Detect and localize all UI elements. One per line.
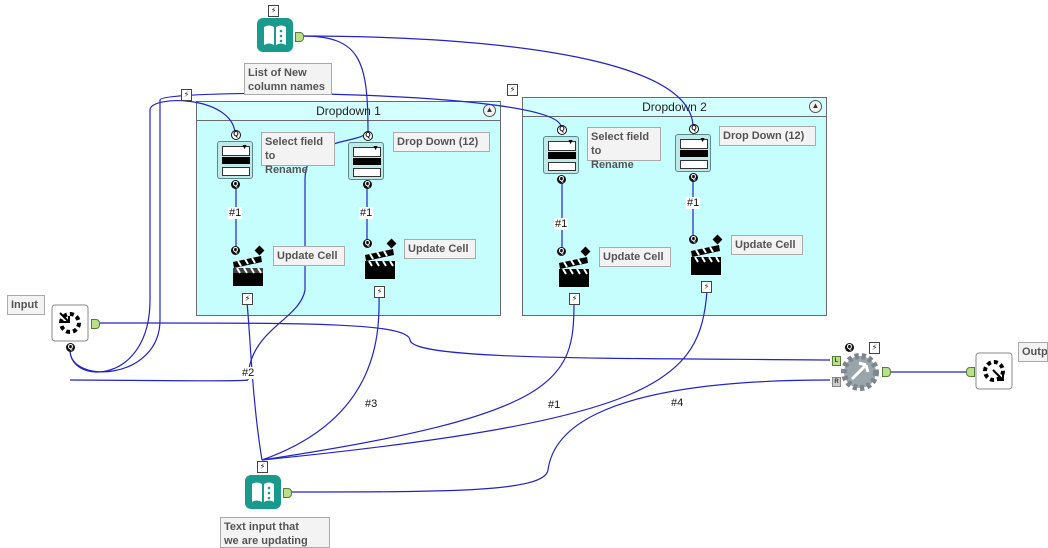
text-input-tool-column-names[interactable] [256, 17, 294, 53]
output-anchor[interactable] [295, 32, 304, 42]
connection-label: #1 [686, 197, 701, 209]
container-header[interactable]: Dropdown 1 ▲ [197, 102, 500, 121]
annotation-drop-down-2: Drop Down (12) [719, 126, 816, 146]
join-left-anchor[interactable]: L [832, 356, 841, 366]
join-gear-icon [841, 353, 879, 391]
book-icon [257, 18, 293, 52]
wire [246, 302, 263, 461]
lightning-anchor-icon[interactable]: ⚡ [374, 286, 385, 298]
lightning-anchor-icon[interactable]: ⚡ [869, 342, 880, 354]
wire [99, 322, 831, 361]
book-icon [245, 475, 281, 509]
annotation-input: Input [7, 295, 45, 315]
wire [261, 290, 708, 461]
clapperboard-icon [559, 257, 589, 287]
lightning-anchor-icon[interactable]: ⚡ [701, 281, 712, 293]
q-anchor-icon[interactable]: Q [689, 124, 699, 134]
connection-label: #1 [228, 207, 243, 219]
annotation-drop-down-1: Drop Down (12) [393, 132, 490, 152]
q-anchor-icon[interactable]: Q [689, 235, 698, 244]
annotation-update-cell-2: Update Cell [404, 239, 476, 259]
q-anchor-icon[interactable]: Q [363, 131, 373, 141]
dropdown-tool-2[interactable] [675, 134, 711, 172]
join-tool[interactable] [840, 352, 880, 392]
lightning-anchor-icon[interactable]: ⚡ [268, 5, 279, 17]
q-anchor-icon[interactable]: Q [845, 343, 854, 352]
input-anchor[interactable] [966, 367, 975, 377]
gear-input-icon [51, 304, 89, 342]
annotation-update-cell-4: Update Cell [731, 235, 803, 255]
macro-input-tool[interactable] [51, 304, 89, 342]
wire [69, 379, 249, 382]
q-anchor-icon[interactable]: Q [231, 180, 240, 189]
update-cell-tool-3[interactable] [557, 255, 591, 289]
lightning-anchor-icon[interactable]: ⚡ [181, 89, 192, 101]
annotation-select-field-2: Select field to Rename [587, 127, 661, 171]
dropdown-icon [548, 139, 576, 151]
q-anchor-icon[interactable]: Q [231, 130, 241, 140]
connection-label: #3 [364, 398, 379, 410]
container-header[interactable]: Dropdown 2 ▲ [523, 98, 826, 117]
output-anchor[interactable] [882, 367, 891, 377]
lightning-anchor-icon[interactable]: ⚡ [242, 293, 253, 305]
q-anchor-icon[interactable]: Q [689, 173, 698, 182]
q-anchor-icon[interactable]: Q [363, 180, 372, 189]
wire [261, 294, 380, 461]
update-cell-tool-4[interactable] [689, 243, 723, 277]
annotation-output: Outp [1018, 342, 1048, 362]
macro-output-tool[interactable] [975, 352, 1013, 390]
dropdown-icon [680, 137, 708, 149]
clapperboard-icon [365, 249, 395, 279]
q-anchor-icon[interactable]: Q [557, 247, 566, 256]
clapperboard-icon [233, 256, 263, 286]
container-title: Dropdown 1 [316, 104, 381, 118]
annotation-list-new-columns: List of New column names [244, 63, 332, 95]
dropdown-tool-select-field-1[interactable] [217, 141, 253, 179]
wire [289, 379, 831, 493]
connection-label: #1 [359, 207, 374, 219]
dropdown-tool-select-field-2[interactable] [543, 136, 579, 174]
wire [261, 302, 575, 461]
q-anchor-icon[interactable]: Q [557, 125, 567, 135]
q-anchor-icon[interactable]: Q [66, 343, 75, 352]
text-input-tool-update-target[interactable] [244, 474, 282, 510]
join-right-anchor[interactable]: R [832, 377, 841, 387]
q-anchor-icon[interactable]: Q [231, 246, 240, 255]
clapperboard-icon [691, 245, 721, 275]
annotation-update-cell-1: Update Cell [273, 246, 345, 266]
connection-label: #1 [554, 218, 569, 230]
dropdown-icon [222, 144, 250, 156]
lightning-anchor-icon[interactable]: ⚡ [257, 461, 268, 473]
connection-label: #2 [241, 367, 256, 379]
connection-label: #1 [547, 399, 562, 411]
update-cell-tool-2[interactable] [363, 247, 397, 281]
annotation-text-input: Text input that we are updating [220, 517, 330, 548]
collapse-icon[interactable]: ▲ [809, 100, 822, 113]
collapse-icon[interactable]: ▲ [483, 104, 496, 117]
gear-output-icon [975, 352, 1013, 390]
output-anchor[interactable] [283, 488, 292, 498]
connection-label: #4 [670, 397, 685, 409]
update-cell-tool-1[interactable] [231, 254, 265, 288]
annotation-update-cell-3: Update Cell [599, 247, 671, 267]
dropdown-tool-1[interactable] [348, 142, 384, 180]
q-anchor-icon[interactable]: Q [363, 239, 372, 248]
lightning-anchor-icon[interactable]: ⚡ [569, 293, 580, 305]
q-anchor-icon[interactable]: Q [557, 175, 566, 184]
annotation-select-field-1: Select field to Rename [261, 132, 335, 176]
dropdown-icon [353, 145, 381, 157]
lightning-anchor-icon[interactable]: ⚡ [507, 84, 518, 96]
output-anchor[interactable] [91, 319, 100, 329]
container-title: Dropdown 2 [642, 100, 707, 114]
